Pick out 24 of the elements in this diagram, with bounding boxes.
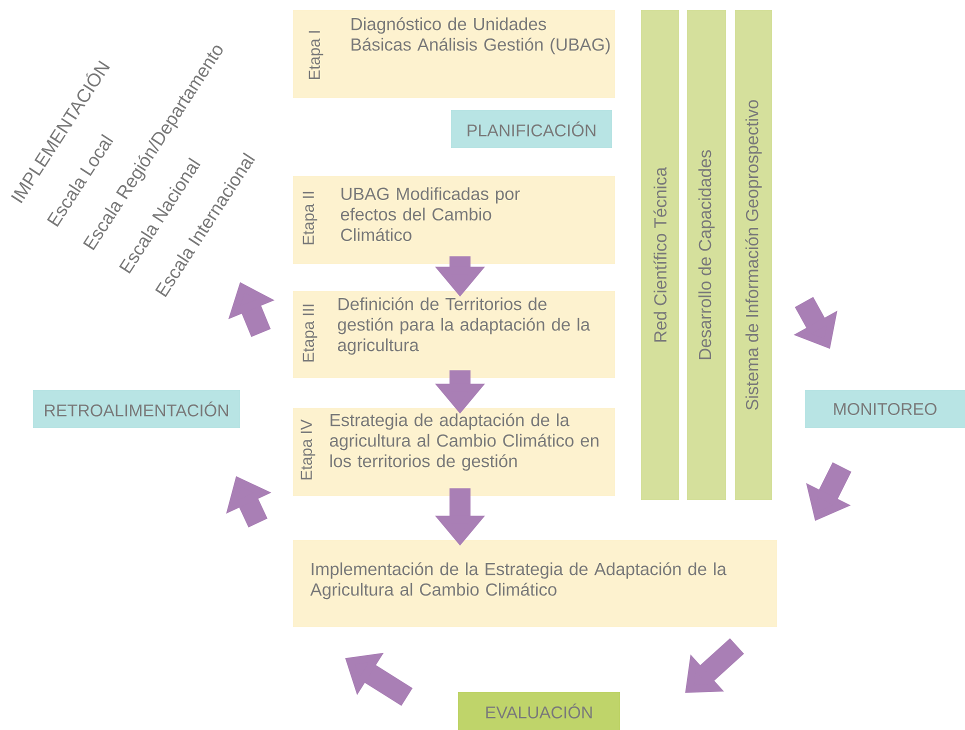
stage-box (293, 291, 615, 378)
stage-box (293, 176, 615, 264)
box-text: Definición de Territorios de gestión para la adaptación de la agricultura (338, 297, 590, 355)
stage-label: Etapa III (302, 304, 318, 362)
bar-text: Sistema de Información Geoprospectivo (745, 100, 762, 410)
box-text: Diagnóstico de Unidades Básicas Análisis Gestión (UBAG) (352, 17, 610, 54)
bar-text: Desarrollo de Capacidades (698, 150, 715, 360)
stage-label: Etapa I (308, 31, 324, 80)
stage-tag: MONITOREO (805, 390, 965, 428)
stage-box (293, 408, 615, 496)
box-text: UBAG Modificadas por efectos del Cambio Climático (340, 187, 520, 242)
stage-label: Etapa II (302, 192, 318, 244)
vertical-bar (687, 10, 726, 500)
box-text: Estrategia de adaptación de la agricultura al Cambio Climático en los territorios de gestión (330, 413, 598, 471)
stage-tag: EVALUACIÓN (458, 692, 620, 730)
box-text: Implementación de la Estrategia de Adaptación de la Agricultura al Cambio Climático (310, 562, 726, 600)
process-box (293, 540, 777, 627)
stage-box (293, 10, 615, 98)
bar-text: Red Científico Técnica (653, 167, 667, 342)
vertical-bar (735, 10, 772, 500)
stage-tag: RETROALIMENTACIÓN (33, 390, 240, 428)
stage-tag: PLANIFICACIÓN (451, 110, 612, 148)
vertical-bar (641, 10, 680, 500)
stage-label: Etapa IV (300, 419, 316, 480)
